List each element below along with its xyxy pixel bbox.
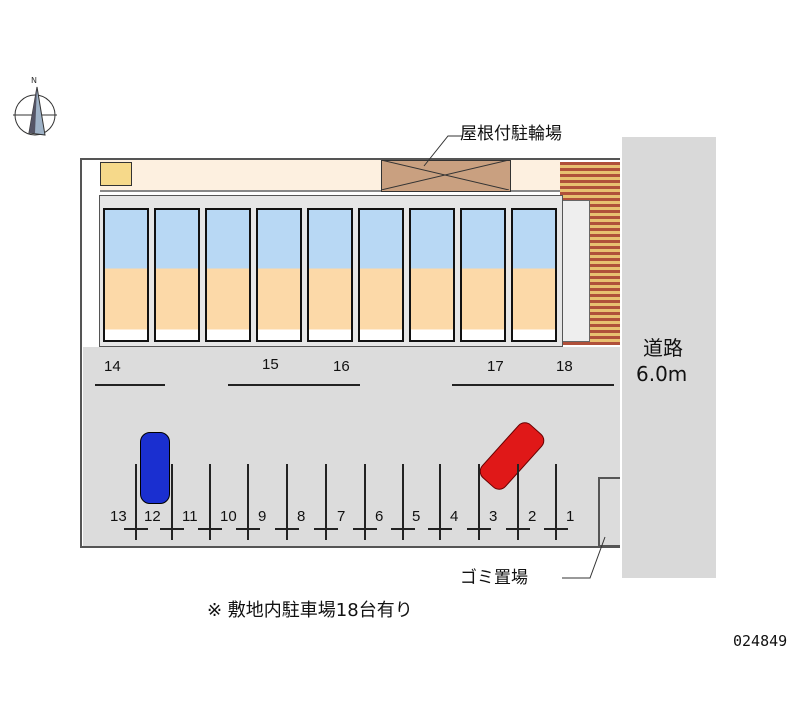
parking-divider: [364, 464, 366, 540]
bike-parking-cross-icon: [381, 160, 509, 190]
parking-line: [228, 384, 360, 386]
road: [622, 137, 716, 578]
parking-space-9: 9: [258, 508, 267, 525]
leader-line: [562, 536, 606, 579]
apartment-unit: [460, 208, 506, 342]
garbage-label: ゴミ置場: [460, 568, 528, 588]
parking-space-2: 2: [528, 508, 537, 525]
parking-line: [95, 384, 165, 386]
road-name-label: 道路: [643, 336, 683, 360]
parking-divider: [544, 528, 568, 530]
parking-divider: [171, 464, 173, 540]
parking-space-8: 8: [297, 508, 306, 525]
parking-space-15: 15: [262, 356, 279, 373]
parking-space-5: 5: [412, 508, 421, 525]
parking-space-14: 14: [104, 358, 121, 375]
stairs: [560, 200, 590, 342]
parking-divider: [516, 464, 519, 540]
parking-divider: [428, 528, 452, 530]
parking-divider: [135, 464, 137, 540]
apartment-building: [99, 195, 563, 347]
leader-line: [423, 135, 462, 167]
parking-divider: [160, 528, 184, 530]
parking-divider: [555, 464, 557, 540]
apartment-unit: [307, 208, 353, 342]
parking-divider: [198, 528, 222, 530]
parking-divider: [439, 464, 441, 540]
meter-box: [100, 162, 132, 186]
parking-space-18: 18: [556, 358, 573, 375]
parking-space-4: 4: [450, 508, 459, 525]
parking-space-17: 17: [487, 358, 504, 375]
parking-space-7: 7: [337, 508, 346, 525]
parking-divider: [325, 464, 327, 540]
parking-divider: [505, 528, 530, 530]
parking-divider: [466, 528, 491, 530]
parking-divider: [353, 528, 377, 530]
parking-space-1: 1: [566, 508, 575, 525]
compass-north-label: N: [31, 76, 37, 85]
parking-divider: [401, 464, 404, 540]
bike-parking-label: 屋根付駐輪場: [460, 124, 562, 144]
blue-car: [140, 432, 170, 504]
apartment-unit: [205, 208, 251, 342]
parking-divider: [124, 528, 148, 530]
parking-space-3: 3: [489, 508, 498, 525]
parking-space-11: 11: [182, 508, 198, 525]
road-width-label: 6.0m: [636, 362, 688, 386]
parking-space-16: 16: [333, 358, 350, 375]
parking-space-12: 12: [144, 508, 161, 525]
apartment-unit: [103, 208, 149, 342]
parking-divider: [390, 528, 415, 530]
parking-space-13: 13: [110, 508, 127, 525]
parking-divider: [314, 528, 338, 530]
covered-bike-parking: [381, 160, 511, 192]
garbage-area: [598, 477, 620, 547]
apartment-unit: [256, 208, 302, 342]
parking-space-6: 6: [375, 508, 384, 525]
parking-divider: [236, 528, 260, 530]
property-id: 024849: [733, 632, 788, 650]
parking-divider: [285, 464, 288, 540]
parking-note: ※ 敷地内駐車場18台有り: [207, 600, 413, 621]
apartment-unit: [409, 208, 455, 342]
apartment-unit: [358, 208, 404, 342]
parking-divider: [209, 464, 211, 540]
apartment-unit: [511, 208, 557, 342]
apartment-unit: [154, 208, 200, 342]
parking-space-10: 10: [220, 508, 237, 525]
compass-icon: N: [13, 76, 57, 136]
parking-line: [452, 384, 614, 386]
parking-divider: [477, 464, 480, 540]
parking-divider: [247, 464, 249, 540]
parking-divider: [274, 528, 299, 530]
